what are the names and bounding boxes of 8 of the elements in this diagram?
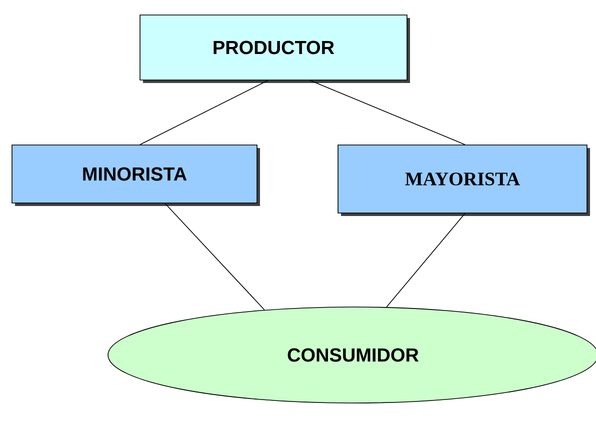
connector-line: [140, 80, 268, 145]
process-box: MAYORISTA: [338, 144, 590, 216]
connector-line: [164, 203, 265, 310]
process-box: MINORISTA: [12, 144, 260, 206]
connector-line: [386, 213, 466, 308]
connector-line: [310, 80, 466, 145]
ellipse-node: CONSUMIDOR: [108, 306, 596, 404]
process-box: PRODUCTOR: [140, 14, 410, 83]
